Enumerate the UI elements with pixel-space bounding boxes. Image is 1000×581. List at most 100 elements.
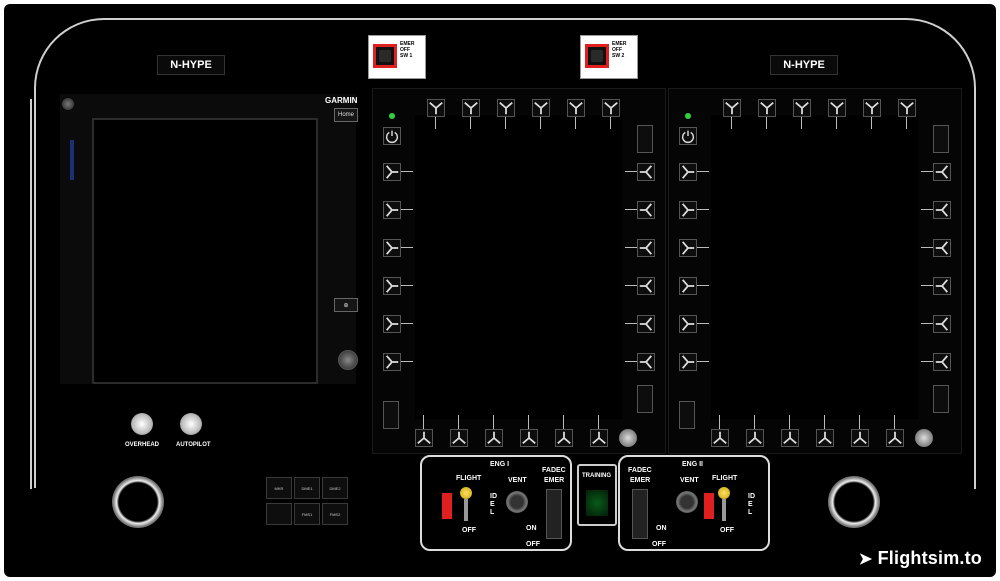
gps-screen <box>92 118 318 384</box>
emer-off-button-1[interactable] <box>373 44 397 68</box>
mfd-right-bottom-softkey[interactable] <box>886 429 904 447</box>
mfd-left-brt-up-key[interactable] <box>637 125 653 153</box>
mfd-right-power-button[interactable] <box>679 127 697 145</box>
mfd-left-bottom-softkey[interactable] <box>450 429 468 447</box>
mfd-left-top-softkey[interactable] <box>462 99 480 117</box>
overhead-light-button[interactable] <box>131 413 153 435</box>
mfd-right-bottom-softkey[interactable] <box>816 429 834 447</box>
mfd-right-left-softkey[interactable] <box>679 239 697 257</box>
mfd-left-top-softkey[interactable] <box>567 99 585 117</box>
mfd-right-right-softkey[interactable] <box>933 277 951 295</box>
mfd-left-bottom-softkey[interactable] <box>590 429 608 447</box>
mfd-right-left-softkey[interactable] <box>679 201 697 219</box>
eng2-vent-button[interactable] <box>676 491 698 513</box>
mfd-left-left-softkey[interactable] <box>383 315 401 333</box>
mfd-right-right-softkey[interactable] <box>933 239 951 257</box>
dme2-button[interactable]: DME2 <box>322 477 348 499</box>
mfd-left-top-softkey[interactable] <box>602 99 620 117</box>
mfd-right-bottom-tick <box>754 415 755 429</box>
mfd-right-brt-up-key[interactable] <box>933 125 949 153</box>
mfd-left-left-softkey[interactable] <box>383 239 401 257</box>
mfd-left-power-button[interactable] <box>383 127 401 145</box>
mfd-left-right-softkey[interactable] <box>637 201 655 219</box>
eng1-emer-label: EMER <box>544 477 565 484</box>
mfd-right-bottom-softkey[interactable] <box>781 429 799 447</box>
emer-off-button-2[interactable] <box>585 44 609 68</box>
mfd-left-left-softkey[interactable] <box>383 353 401 371</box>
mfd-right-bottom-tick <box>789 415 790 429</box>
fms2-button[interactable]: FMS2 <box>322 503 348 525</box>
mfd-left-left-softkey[interactable] <box>383 163 401 181</box>
mfd-right-left-softkey[interactable] <box>679 315 697 333</box>
mfd-left-left-tick <box>401 285 413 286</box>
mfd-right-top-softkey[interactable] <box>828 99 846 117</box>
gps-rotary-knob[interactable] <box>338 350 358 370</box>
training-light[interactable] <box>586 490 608 516</box>
mfd-right-right-softkey[interactable] <box>933 353 951 371</box>
mfd-right-top-softkey[interactable] <box>793 99 811 117</box>
mfd-right-right-tick <box>921 361 933 362</box>
mfd-left-top-tick <box>575 117 576 129</box>
mfd-right-bottom-softkey[interactable] <box>711 429 729 447</box>
mfd-left-top-softkey[interactable] <box>532 99 550 117</box>
mfd-left-right-softkey[interactable] <box>637 277 655 295</box>
mfd-right-top-tick <box>836 117 837 129</box>
mfd-left-top-softkey[interactable] <box>497 99 515 117</box>
mfd-right-bottom-softkey[interactable] <box>851 429 869 447</box>
mfd-right-brt-down-key[interactable] <box>933 385 949 413</box>
mfd-left-brightness-knob[interactable] <box>619 429 637 447</box>
mfd-right-bottom-softkey[interactable] <box>746 429 764 447</box>
mfd-right-top-softkey[interactable] <box>898 99 916 117</box>
eng2-flight-toggle[interactable] <box>722 499 726 521</box>
mfd-right-lum-key[interactable] <box>679 401 695 429</box>
mfd-left-right-softkey[interactable] <box>637 163 655 181</box>
gps-direct-button[interactable]: ⊕ <box>334 298 358 312</box>
gps-unit: GARMIN Home ⊕ <box>60 94 358 384</box>
mfd-left-bottom-tick <box>598 415 599 429</box>
mfd-right-left-softkey[interactable] <box>679 163 697 181</box>
mfd-right-top-tick <box>766 117 767 129</box>
mfd-left-bottom-softkey[interactable] <box>555 429 573 447</box>
eng2-fadec-emer-switch[interactable] <box>632 489 648 539</box>
mfd-left-right-softkey[interactable] <box>637 239 655 257</box>
autopilot-light-button[interactable] <box>180 413 202 435</box>
eng1-flight-toggle[interactable] <box>464 499 468 521</box>
gps-power-knob[interactable] <box>62 98 74 110</box>
fms1-button[interactable]: FMS1 <box>294 503 320 525</box>
mfd-right-left-softkey[interactable] <box>679 353 697 371</box>
mfd-left-lum-key[interactable] <box>383 401 399 429</box>
mfd-right-right-softkey[interactable] <box>933 201 951 219</box>
dme1-button[interactable]: DME1 <box>294 477 320 499</box>
mfd-left-top-softkey[interactable] <box>427 99 445 117</box>
mfd-right-right-softkey[interactable] <box>933 163 951 181</box>
blank-button[interactable] <box>266 503 292 525</box>
mfd-left-brt-down-key[interactable] <box>637 385 653 413</box>
mfd-right-left-tick <box>697 209 709 210</box>
eng2-flight-switch[interactable] <box>718 487 730 499</box>
mfd-right-top-softkey[interactable] <box>723 99 741 117</box>
mfd-left-left-softkey[interactable] <box>383 201 401 219</box>
mfd-right-screen <box>711 115 919 419</box>
mfd-right-left-softkey[interactable] <box>679 277 697 295</box>
mkr-button[interactable]: MKR <box>266 477 292 499</box>
mfd-left-right-softkey[interactable] <box>637 353 655 371</box>
mfd-left-bottom-softkey[interactable] <box>415 429 433 447</box>
gps-home-button[interactable]: Home <box>334 108 358 122</box>
eng1-vent-button[interactable] <box>506 491 528 513</box>
mfd-left-left-softkey[interactable] <box>383 277 401 295</box>
mfd-left-right-softkey[interactable] <box>637 315 655 333</box>
mfd-right-right-softkey[interactable] <box>933 315 951 333</box>
eng2-flight-guard[interactable] <box>704 493 714 519</box>
mfd-right-top-softkey[interactable] <box>863 99 881 117</box>
right-rotary-knob[interactable] <box>828 476 880 528</box>
mfd-left-bottom-softkey[interactable] <box>520 429 538 447</box>
eng1-fadec-emer-switch[interactable] <box>546 489 562 539</box>
left-rotary-knob[interactable] <box>112 476 164 528</box>
mfd-right-brightness-knob[interactable] <box>915 429 933 447</box>
mfd-right-top-softkey[interactable] <box>758 99 776 117</box>
eng1-flight-switch[interactable] <box>460 487 472 499</box>
mfd-left-bottom-softkey[interactable] <box>485 429 503 447</box>
eng1-flight-guard[interactable] <box>442 493 452 519</box>
